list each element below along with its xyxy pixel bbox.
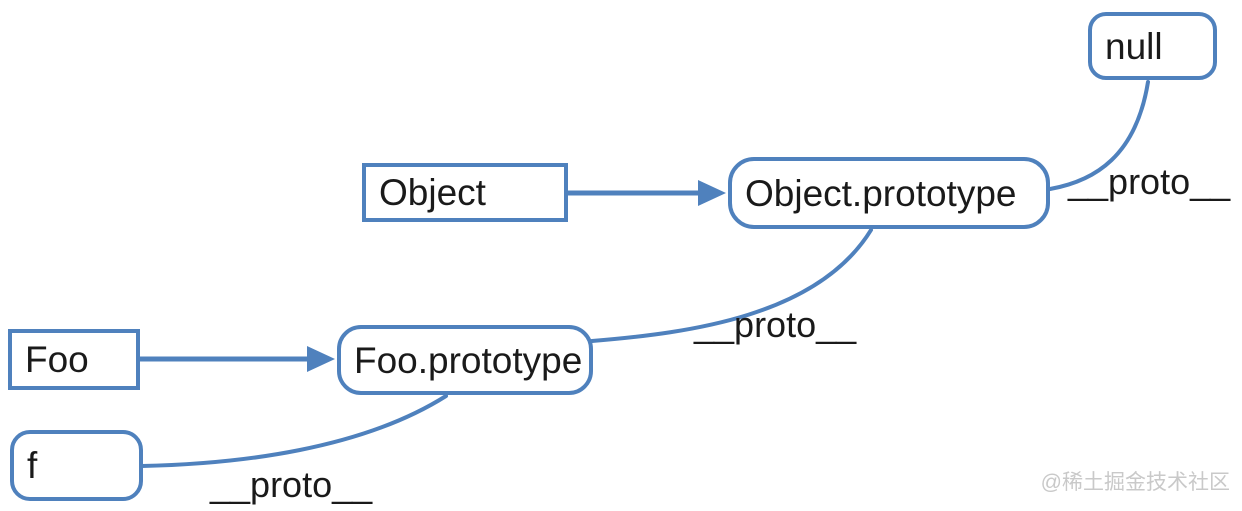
arrowhead-icon xyxy=(307,346,335,372)
edge-object-prototype-to-null xyxy=(1048,80,1150,191)
node-null: null xyxy=(1088,12,1217,80)
edge-foo-prototype-to-object-prototype xyxy=(590,228,873,343)
edge-f-to-foo-prototype xyxy=(140,394,448,468)
node-foo-prototype: Foo.prototype xyxy=(337,325,593,395)
node-object: Object xyxy=(362,163,568,222)
node-object-prototype-label: Object.prototype xyxy=(745,172,1017,214)
arrow-foo-to-foo-prototype xyxy=(139,346,335,372)
edge-label-proto-foo-prototype: __proto__ xyxy=(210,464,373,505)
node-foo-label: Foo xyxy=(25,339,89,380)
node-foo-prototype-label: Foo.prototype xyxy=(354,339,583,381)
node-f-label: f xyxy=(27,445,38,486)
arrowhead-icon xyxy=(698,180,726,206)
arrow-object-to-object-prototype xyxy=(565,180,726,206)
watermark: @稀土掘金技术社区 xyxy=(1040,471,1230,494)
edge-label-proto-null: __proto__ xyxy=(1068,161,1231,202)
node-object-prototype: Object.prototype xyxy=(728,157,1050,229)
node-object-label: Object xyxy=(379,172,486,213)
node-f: f xyxy=(10,430,143,501)
node-foo: Foo xyxy=(8,329,140,390)
edge-label-proto-object-prototype: __proto__ xyxy=(694,304,857,345)
node-null-label: null xyxy=(1105,25,1163,67)
